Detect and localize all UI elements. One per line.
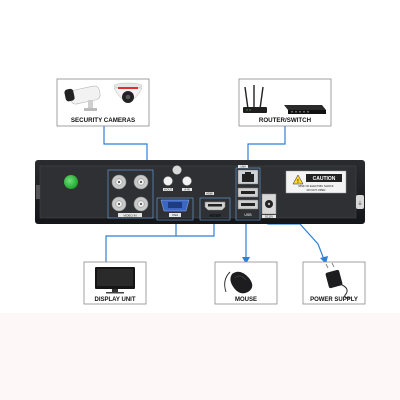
hdmi-top-label: HDMI <box>206 192 213 195</box>
usb-label: USB <box>244 213 252 217</box>
security-cameras-box: SECURITY CAMERAS <box>56 78 150 127</box>
display-unit-label: DISPLAY UNIT <box>94 297 135 303</box>
router-icon <box>243 85 267 113</box>
display-connection-line <box>105 222 215 262</box>
security-cameras-label: SECURITY CAMERAS <box>71 117 135 124</box>
hdmi-port[interactable]: HDMI HDMI <box>199 192 231 221</box>
power-supply-box: POWER SUPPLY <box>302 261 366 305</box>
caution-line-2: DO NOT OPEN <box>307 188 326 192</box>
bnc-port[interactable] <box>111 196 127 212</box>
bnc-port[interactable] <box>133 174 149 190</box>
warning-icon <box>292 174 304 185</box>
audio-out-label: A-OUT <box>164 187 172 191</box>
power-supply-label: POWER SUPPLY <box>310 297 358 303</box>
lan-label: LAN <box>241 165 246 168</box>
audio-in-label: A-IN <box>184 187 189 191</box>
bottom-band <box>0 313 400 400</box>
bnc-port[interactable] <box>133 196 149 212</box>
mouse-label: MOUSE <box>235 297 257 303</box>
dc-power-jack[interactable]: DC12V <box>261 193 277 218</box>
lan-usb-block: LAN USB <box>235 165 261 221</box>
power-adapter-icon <box>325 262 351 299</box>
audio-out-port[interactable] <box>163 176 173 186</box>
camera-connection-line <box>103 126 148 170</box>
dome-camera-icon <box>113 82 143 103</box>
router-connection-line <box>247 126 286 168</box>
usb-port[interactable] <box>237 187 259 198</box>
display-unit-box: DISPLAY UNIT <box>83 261 147 305</box>
bnc-port[interactable] <box>111 174 127 190</box>
dc-label: DC12V <box>265 215 273 218</box>
usb-port[interactable] <box>237 199 259 210</box>
caution-title: CAUTION <box>313 176 336 182</box>
mouse-icon <box>224 271 253 294</box>
monitor-icon <box>95 267 135 294</box>
power-led <box>64 175 78 189</box>
video-in-ports: VIDEO IN <box>107 169 154 219</box>
dvr-rear-panel: ⏚ <box>35 160 365 224</box>
router-switch-box: ROUTER/SWITCH <box>238 78 332 127</box>
switch-icon <box>284 105 326 114</box>
caution-sticker: ! CAUTION RISK OF ELECTRIC SHOCK DO NOT … <box>285 170 347 194</box>
audio-ports: A-OUT A-IN <box>163 165 192 191</box>
mouse-arrow <box>242 257 250 264</box>
bullet-camera-icon <box>64 85 101 111</box>
router-switch-label: ROUTER/SWITCH <box>259 117 312 124</box>
mouse-box: MOUSE <box>214 261 278 305</box>
video-in-label: VIDEO IN <box>123 213 136 217</box>
caution-line-1: RISK OF ELECTRIC SHOCK <box>298 184 333 188</box>
vga-port[interactable]: VGA <box>156 197 194 221</box>
lan-port[interactable] <box>237 169 259 185</box>
audio-in-port[interactable] <box>182 176 192 186</box>
ground-screw-icon: ⏚ <box>357 200 362 207</box>
lightning-icon: ! <box>297 179 299 185</box>
vga-label: VGA <box>172 213 178 217</box>
hdmi-bottom-label: HDMI <box>209 213 221 218</box>
screw-hole <box>172 165 182 175</box>
